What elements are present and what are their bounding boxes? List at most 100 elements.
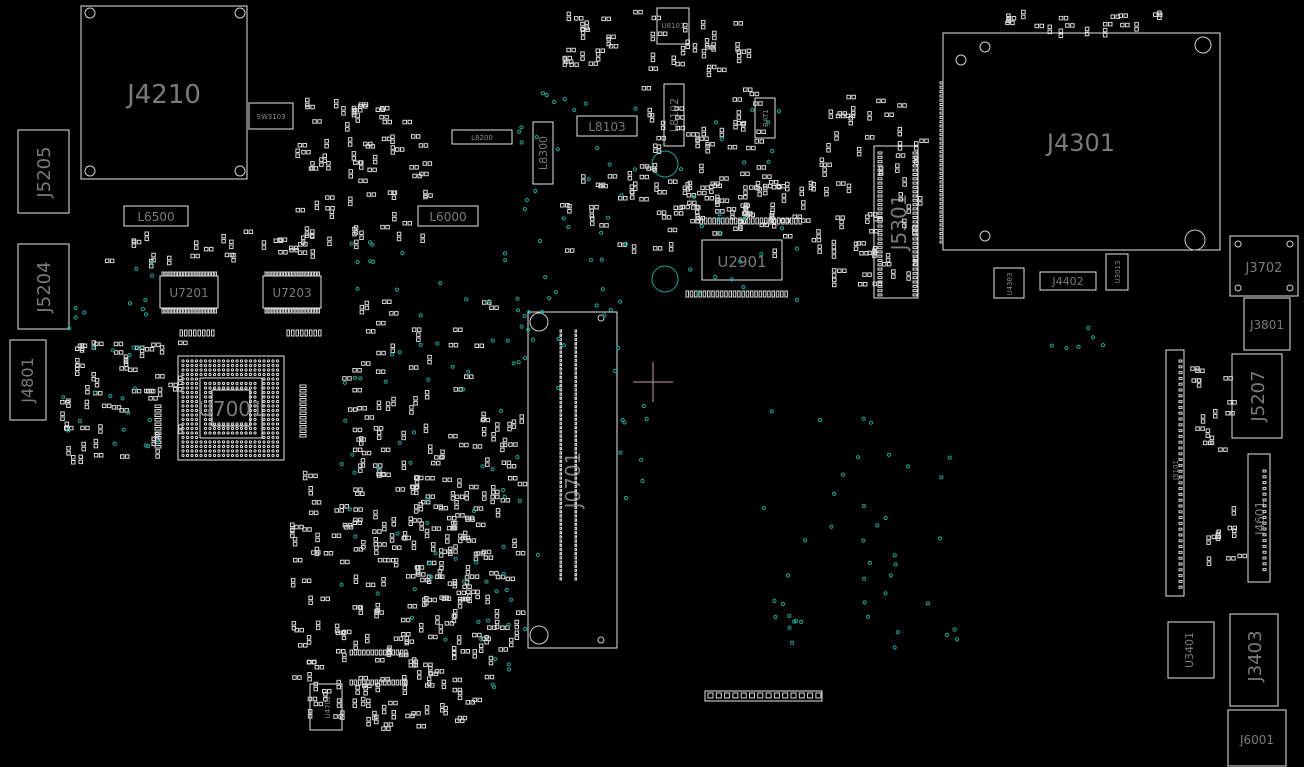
smd-pad — [388, 700, 393, 706]
via — [474, 560, 479, 565]
smd-pad — [731, 207, 737, 212]
component-j4402[interactable]: J4402 — [1039, 271, 1097, 291]
smd-pad — [194, 240, 199, 245]
component-j5301[interactable]: J5301 — [873, 145, 919, 299]
smd-pad — [326, 166, 331, 171]
component-l6500[interactable]: L6500 — [123, 205, 189, 227]
ref-label-j5301: J5301 — [887, 194, 911, 253]
pin-pad — [574, 568, 577, 573]
bga-ball — [235, 363, 239, 368]
smd-pad — [291, 626, 297, 631]
pin-pad — [1178, 533, 1183, 537]
component-bottom-connector[interactable] — [704, 690, 823, 702]
bga-ball — [266, 453, 271, 458]
smd-pad — [891, 269, 896, 274]
component-bat1[interactable]: BAT1 — [754, 97, 776, 139]
via — [418, 342, 423, 347]
component-sw3103[interactable]: SW3103 — [248, 102, 294, 130]
component-l8200[interactable]: L8200 — [451, 129, 513, 145]
smd-pad — [1215, 531, 1221, 537]
smd-pad — [304, 226, 310, 231]
pin-pad — [877, 177, 883, 181]
pin-pad — [939, 176, 944, 180]
smd-pad — [424, 395, 430, 400]
component-j3403[interactable]: J3403 — [1229, 613, 1279, 707]
component-j5207[interactable]: J5207 — [1231, 353, 1283, 439]
smd-pad — [290, 533, 295, 539]
smd-pad — [307, 659, 312, 665]
pin-pad — [574, 400, 577, 405]
component-u3013[interactable]: U3013 — [1105, 253, 1129, 291]
bga-ball — [262, 449, 266, 453]
smd-pad — [450, 491, 456, 496]
component-j3702[interactable]: J3702 — [1229, 235, 1299, 297]
smd-pad — [292, 675, 297, 680]
smd-pad — [408, 659, 413, 664]
smd-pad — [178, 380, 183, 386]
smd-pad — [808, 185, 814, 191]
smd-pad — [1010, 20, 1015, 26]
bga-ball — [266, 386, 271, 390]
via — [519, 140, 524, 145]
smd-pad — [433, 504, 438, 509]
component-u4702[interactable]: U4702 — [309, 683, 343, 731]
component-j4301[interactable]: J4301 — [942, 32, 1221, 251]
bga-ball — [271, 422, 275, 426]
smd-pad — [822, 167, 827, 172]
bga-ball — [266, 417, 271, 422]
via — [516, 360, 521, 365]
component-l6000[interactable]: L6000 — [417, 205, 479, 227]
component-j5204[interactable]: J5204 — [17, 243, 70, 330]
component-j5101[interactable]: J5101 — [1165, 349, 1185, 597]
bga-ball — [226, 449, 230, 453]
component-u3401[interactable]: U3401 — [1167, 621, 1215, 679]
smd-pad — [517, 481, 523, 487]
smd-pad — [372, 710, 377, 716]
smd-pad — [81, 441, 86, 447]
bga-ball — [194, 404, 199, 408]
pin-pad — [877, 237, 883, 241]
component-l8103[interactable]: L8103 — [576, 115, 638, 137]
pin-pad — [574, 426, 577, 430]
component-u4303[interactable]: U4303 — [993, 267, 1025, 299]
component-j6001[interactable]: J6001 — [1227, 709, 1287, 767]
component-u8101[interactable]: U8101 — [656, 7, 690, 45]
smd-pad — [481, 416, 486, 422]
smd-pad — [324, 143, 329, 149]
smd-pad — [421, 724, 426, 729]
bga-ball — [194, 453, 199, 458]
pin-pad — [776, 217, 781, 225]
pin-pad — [559, 438, 562, 442]
smd-pad — [440, 574, 445, 579]
pin-pad — [877, 228, 883, 232]
bga-ball — [230, 422, 235, 426]
via — [718, 231, 723, 236]
smd-pad — [431, 526, 437, 531]
pin-pad — [1262, 521, 1267, 525]
component-j4210[interactable]: J4210 — [80, 5, 248, 180]
smd-pad — [313, 686, 318, 692]
smd-pad — [381, 320, 386, 326]
smd-pad — [183, 340, 188, 346]
component-j4801[interactable]: J4801 — [9, 339, 47, 421]
bga-ball — [253, 386, 257, 390]
component-j4601[interactable]: J4601 — [1247, 453, 1271, 583]
component-u7001[interactable]: U7001 — [177, 355, 285, 461]
smd-pad — [595, 48, 600, 53]
pin-pad — [685, 290, 689, 298]
via — [553, 290, 558, 295]
component-l8300[interactable]: L8300 — [532, 121, 554, 185]
component-j5205[interactable]: J5205 — [17, 129, 70, 214]
smd-pad — [1225, 411, 1230, 416]
smd-pad — [336, 679, 341, 685]
component-j0701[interactable]: J0701 — [527, 311, 618, 649]
bga-ball — [257, 449, 262, 453]
component-j3801[interactable]: J3801 — [1243, 297, 1291, 351]
smd-pad — [865, 219, 870, 224]
via — [355, 260, 360, 265]
smd-pad — [173, 382, 178, 388]
ref-label-j5207: J5207 — [1248, 370, 1269, 422]
smd-pad — [1228, 376, 1233, 381]
smd-pad — [579, 16, 584, 21]
